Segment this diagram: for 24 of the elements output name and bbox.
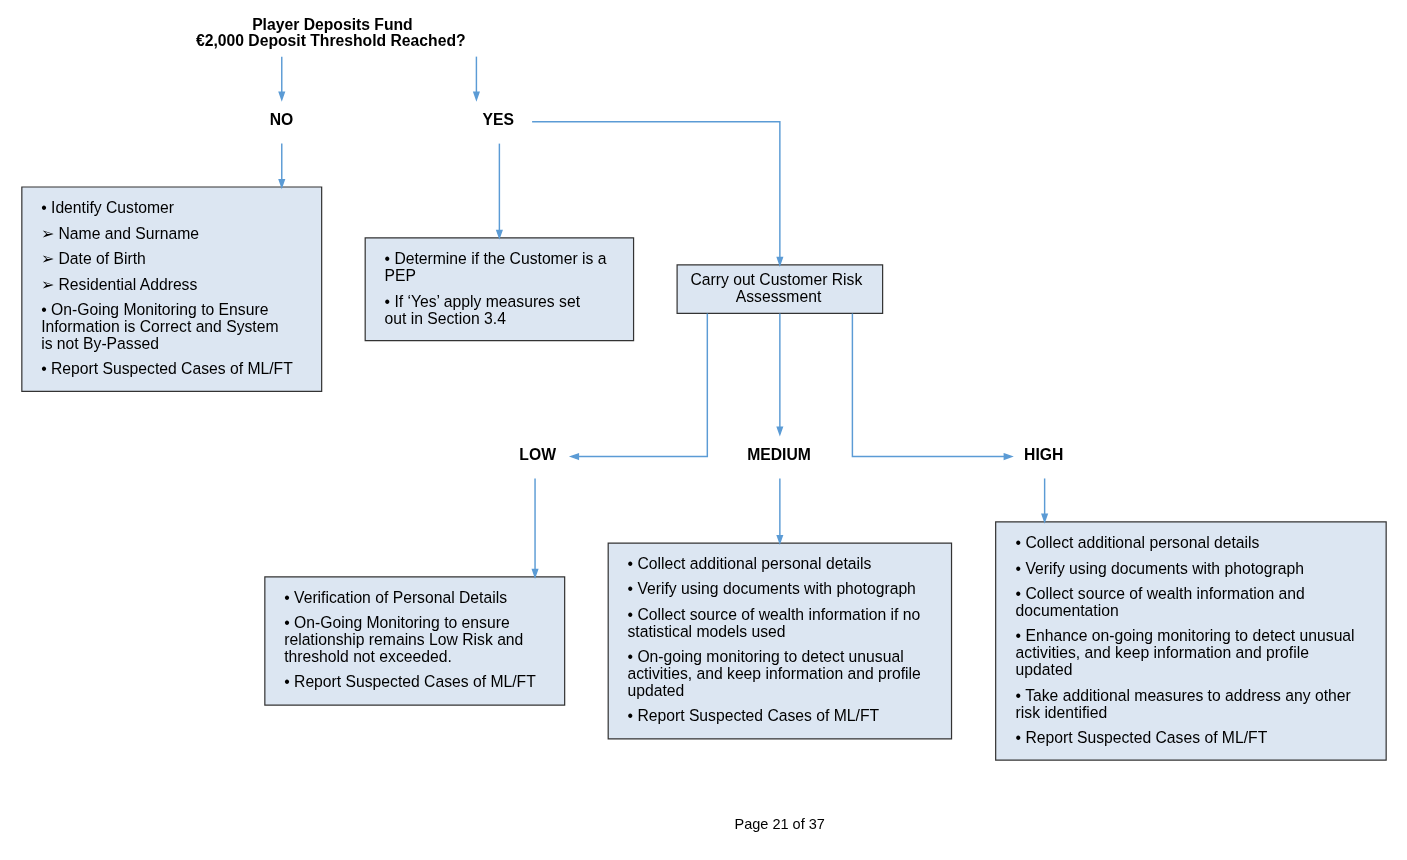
- node-text: LOW: [518, 445, 556, 463]
- node-box: • Collect additional personal details • Verify using documents with photograph • Collect source of wealth information and documentation • Enhance on-going monitoring to detect unusual activities, and keep information and profile updated • Take additional measures to address any other risk identified • Report Suspected Cases of ML/FT: [994, 521, 1387, 761]
- arrow: [851, 312, 1014, 461]
- arrow: [775, 477, 783, 546]
- node-box: • Determine if the Customer is a PEP • If ‘Yes’ apply measures set out in Section 3.4: [364, 237, 634, 342]
- node-text: Player Deposits Fund €2,000 Deposit Threshold Reached?: [195, 16, 466, 50]
- label: Page 21 of 37: [734, 816, 825, 833]
- node-box: Carry out Customer Risk Assessment: [676, 264, 883, 314]
- node-box: • Identify Customer ➢ Name and Surname ➢ Date of Birth ➢ Residential Address • On-Going Monitoring to Ensure Information is Correct and System is not By-Passed • Report Suspected Cases of ML/FT: [20, 186, 322, 392]
- node-text: MEDIUM: [746, 445, 811, 463]
- node-box: • Collect additional personal details • Verify using documents with photograph • Collect source of wealth information if no statistical models used • On-going monitoring to detect unusual activities, and keep information and profile updated • Report Suspected Cases of ML/FT: [607, 542, 952, 740]
- arrow: [472, 55, 480, 102]
- arrow: [568, 312, 708, 461]
- arrow: [495, 142, 503, 240]
- arrow: [530, 121, 783, 267]
- node-text: HIGH: [1023, 445, 1063, 463]
- arrow: [277, 142, 285, 190]
- arrow: [775, 312, 783, 437]
- node-text: NO: [269, 110, 293, 128]
- arrow: [531, 477, 539, 579]
- arrow: [1040, 477, 1048, 524]
- node-text: YES: [481, 110, 514, 128]
- node-box: • Verification of Personal Details • On-Going Monitoring to ensure relationship remains Low Risk and threshold not exceeded. • Report Suspected Cases of ML/FT: [263, 576, 565, 706]
- arrow: [277, 55, 285, 102]
